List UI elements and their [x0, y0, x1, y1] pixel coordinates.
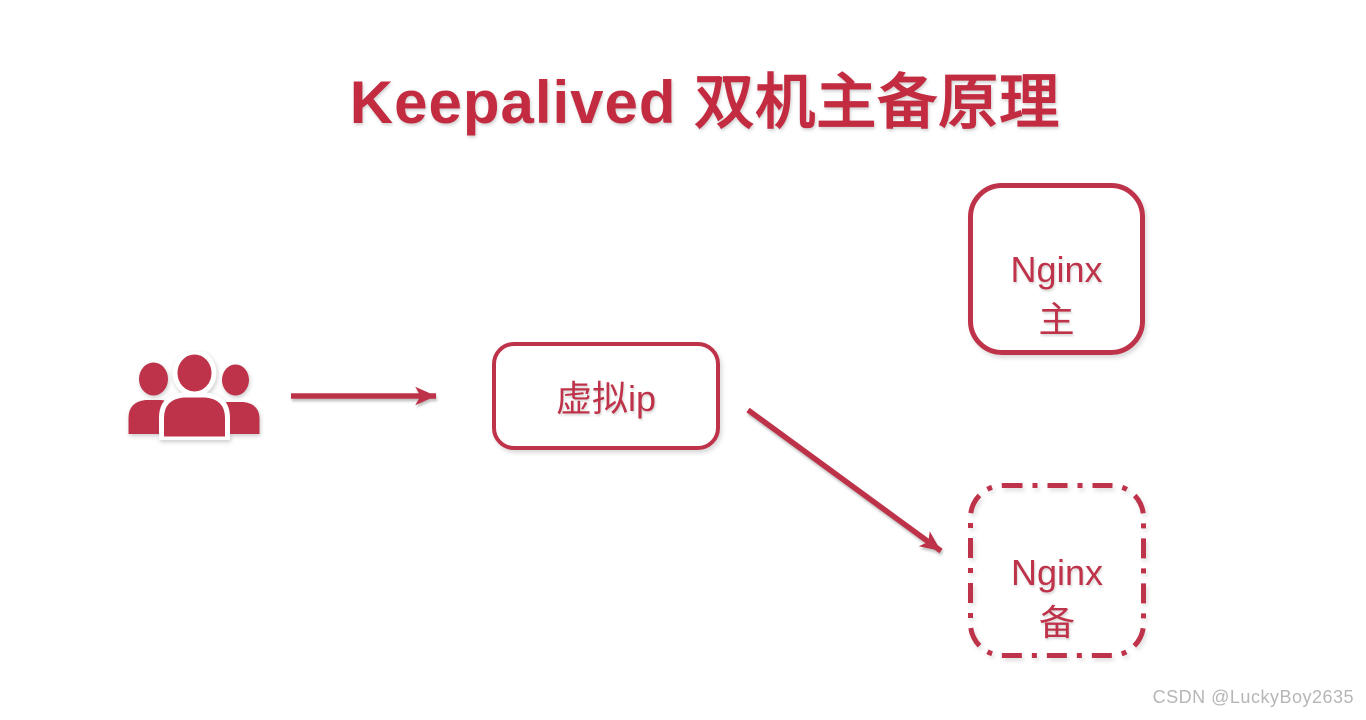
- nginx-master-name: Nginx: [1010, 249, 1103, 290]
- watermark: CSDN @LuckyBoy2635: [1152, 687, 1354, 707]
- node-nginx-backup: Nginx 备: [967, 482, 1147, 659]
- nginx-backup-role: 备: [1038, 601, 1075, 643]
- users-group-icon: [128, 352, 260, 440]
- virtual-ip-label: 虚拟ip: [555, 378, 657, 419]
- dashed-border: [968, 483, 1146, 658]
- nginx-master-role: 主: [1038, 299, 1075, 340]
- node-nginx-master: Nginx 主: [968, 183, 1145, 355]
- page-title: Keepalived 双机主备原理: [349, 69, 1061, 136]
- node-virtual-ip: 虚拟ip: [492, 342, 720, 450]
- nginx-backup-name: Nginx: [1010, 551, 1104, 593]
- arrow-virtual-ip-to-nginx-backup: [746, 407, 943, 554]
